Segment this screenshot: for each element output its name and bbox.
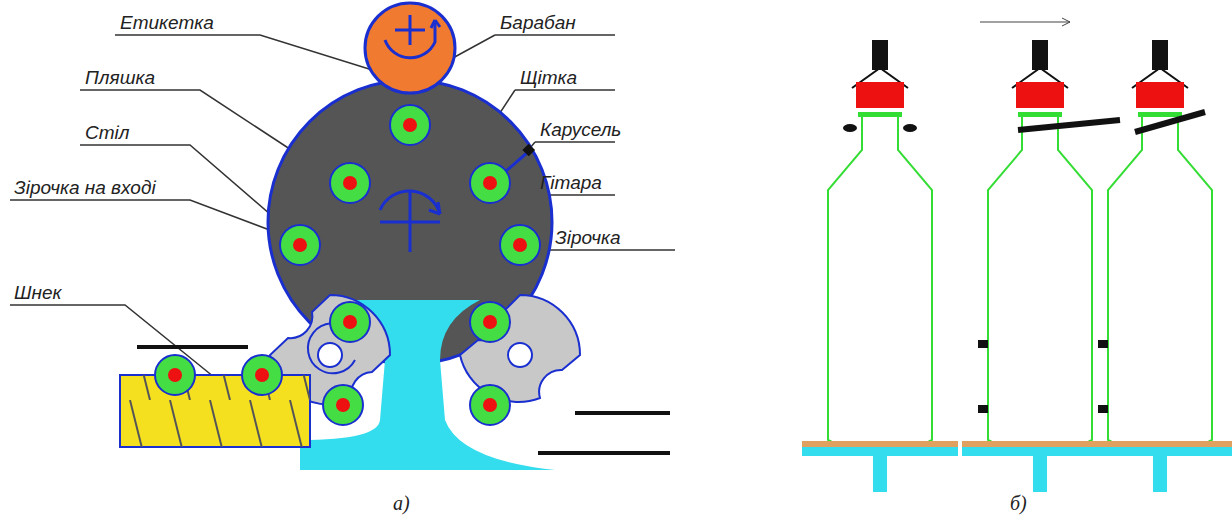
auger xyxy=(120,375,310,447)
label-station xyxy=(802,40,1232,492)
starwheel xyxy=(270,295,580,405)
part-label: Шнек xyxy=(14,282,61,304)
part-label: Пляшка xyxy=(85,67,155,89)
bottles xyxy=(155,105,540,425)
part-label: Гітара xyxy=(540,172,602,194)
part-label: Щітка xyxy=(520,67,577,89)
part-label: Карусель xyxy=(540,119,621,141)
subfigure-caption: а) xyxy=(393,492,410,514)
part-label: Етикетка xyxy=(120,12,214,34)
part-label: Зірочка xyxy=(555,227,621,249)
part-label: Стіл xyxy=(85,122,130,144)
part-label: Зірочка на вході xyxy=(14,177,156,199)
drum xyxy=(365,3,455,93)
part-label: Барабан xyxy=(500,12,576,34)
subfigure-caption: б) xyxy=(1010,492,1027,514)
